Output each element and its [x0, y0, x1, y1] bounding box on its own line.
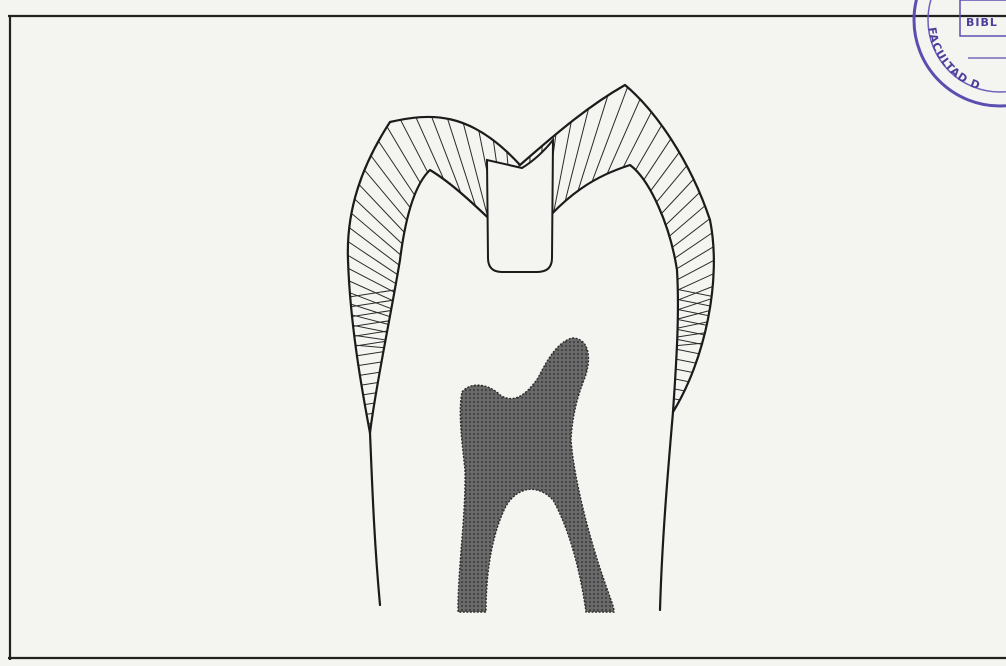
enamel-hatch-line: [164, 146, 526, 360]
enamel-hatch-line: [660, 336, 730, 350]
enamel-hatch-line: [525, 164, 897, 360]
enamel-hatch-line: [525, 185, 907, 360]
enamel-hatch-line: [525, 105, 859, 360]
enamel-hatch-line: [190, 107, 525, 360]
enamel-hatch-line: [330, 376, 420, 390]
enamel-hatch-line: [660, 286, 730, 300]
enamel-hatch-line: [142, 188, 525, 360]
enamel-hatch-line: [125, 232, 525, 360]
enamel-hatch-line: [660, 396, 730, 410]
enamel-hatch-line: [660, 416, 730, 430]
enamel-hatch-line: [525, 251, 931, 360]
enamel-hatch-line: [660, 386, 730, 400]
enamel-hatch-line: [660, 316, 730, 330]
enamel-hatch-line: [660, 406, 730, 420]
enamel-hatch-line: [525, 207, 916, 360]
enamel-hatch-line: [330, 346, 420, 360]
stamp-label: BIBL: [966, 16, 998, 29]
enamel-hatch-line: [330, 286, 420, 300]
enamel-hatch-line: [330, 406, 420, 420]
enamel-hatch-line: [525, 9, 756, 360]
enamel-hatch-line: [660, 296, 730, 310]
enamel-hatch-line: [330, 366, 420, 380]
enamel-hatch-line: [660, 306, 730, 320]
enamel-hatch-line: [119, 254, 525, 360]
enamel-hatch-line: [525, 69, 828, 360]
enamel-hatch-line: [330, 416, 420, 430]
enamel-hatch-line: [330, 296, 420, 310]
restoration-cavity: [487, 140, 553, 272]
enamel-hatch-line: [133, 210, 525, 361]
pulp-chamber: [458, 338, 614, 612]
enamel-hatch-line: [330, 316, 420, 330]
enamel-hatch-line: [330, 306, 420, 320]
root-left-wall: [370, 433, 380, 605]
enamel-hatch-line: [525, 229, 924, 360]
enamel-hatch-line: [220, 71, 525, 360]
enamel-hatch-line: [660, 346, 730, 360]
enamel-hatch-line: [525, 0, 736, 360]
enamel-hatch-line: [113, 277, 525, 360]
enamel-hatch-line: [525, 144, 885, 360]
enamel-hatch-line: [660, 376, 730, 390]
enamel-hatch-line: [109, 300, 525, 360]
enamel-hatch-line: [236, 55, 525, 360]
enamel-hatch-line: [525, 87, 844, 360]
enamel-hatch-line: [152, 167, 525, 360]
enamel-hatch-line: [176, 126, 525, 360]
enamel-hatch-line: [525, 124, 872, 360]
root-right-wall: [660, 412, 673, 610]
enamel-hatch-line: [525, 53, 811, 360]
enamel-hatch-line: [254, 39, 525, 360]
enamel-hatch-line: [660, 326, 730, 340]
library-stamp: BIBL FACULTAD D: [914, 0, 1006, 106]
enamel-hatch-line: [107, 323, 525, 360]
enamel-hatch-line: [330, 356, 420, 370]
frame: [8, 16, 1006, 660]
